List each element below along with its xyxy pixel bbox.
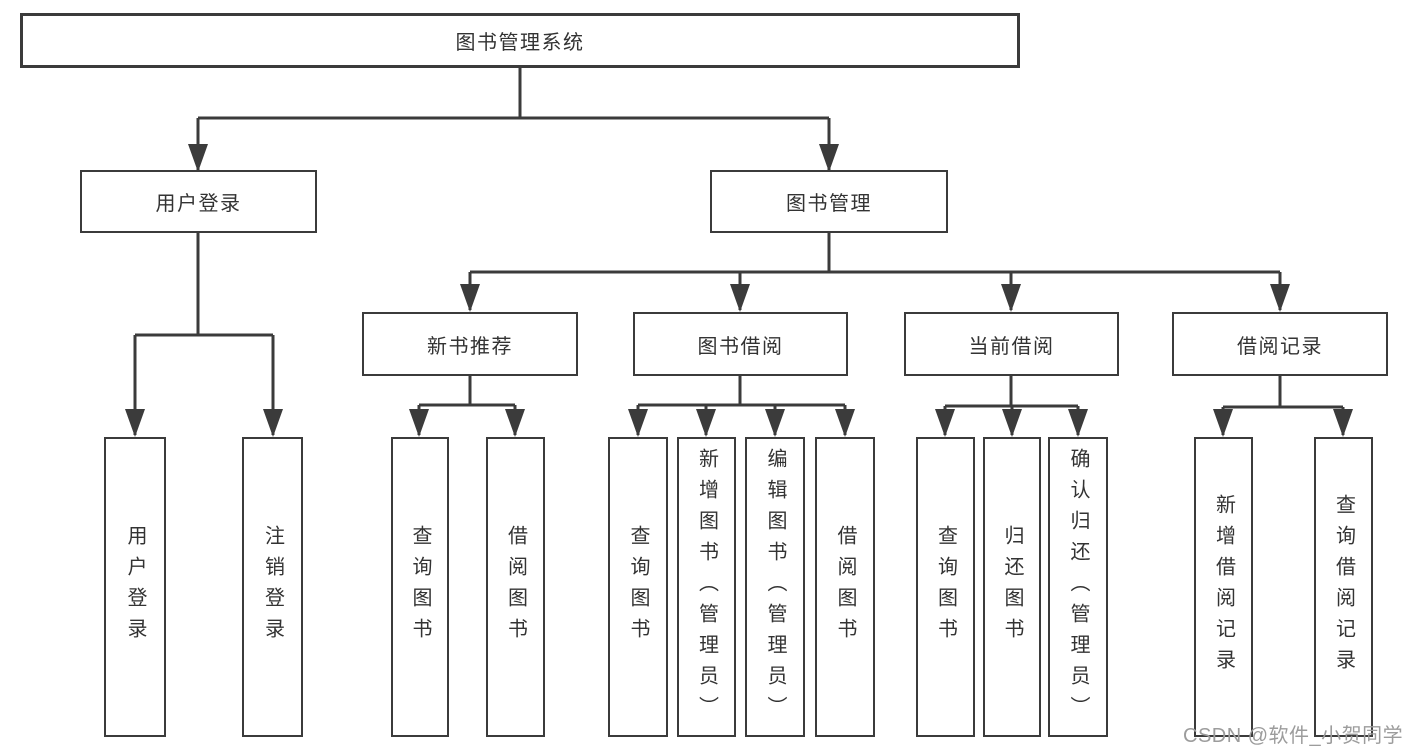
node-label: 图书管理: [786, 193, 872, 215]
leaf-add-borrow-record: 新增借阅记录: [1194, 437, 1253, 737]
node-label: 借阅图书: [504, 525, 527, 649]
node-label: 借阅记录: [1237, 335, 1323, 358]
node-label: 图书管理系统: [455, 32, 585, 54]
leaf-logout: 注销登录: [242, 437, 303, 737]
node-borrowing-records: 借阅记录: [1172, 312, 1388, 376]
leaf-borrow-books-borrowing: 借阅图书: [815, 437, 875, 737]
csdn-watermark: CSDN @软件_小贺同学: [1183, 725, 1404, 747]
node-label: 注销登录: [261, 525, 284, 649]
node-label: 确认归还（管理员）: [1067, 447, 1089, 727]
leaf-edit-books-admin: 编辑图书（管理员）: [745, 437, 805, 737]
leaf-search-borrow-record: 查询借阅记录: [1314, 437, 1373, 737]
node-label: 用户登录: [155, 193, 242, 215]
node-current-borrowing: 当前借阅: [904, 312, 1119, 376]
leaf-borrow-books-recommend: 借阅图书: [486, 437, 545, 737]
node-label: 用户登录: [124, 525, 146, 649]
leaf-confirm-return-admin: 确认归还（管理员）: [1048, 437, 1108, 737]
leaf-search-books-borrowing: 查询图书: [608, 437, 668, 737]
leaf-add-books-admin: 新增图书（管理员）: [677, 437, 736, 737]
leaf-search-books-recommend: 查询图书: [391, 437, 449, 737]
leaf-search-books-current: 查询图书: [916, 437, 975, 737]
node-label: 新书推荐: [427, 335, 513, 358]
node-label: 新增图书（管理员）: [695, 447, 718, 727]
node-label: 查询图书: [409, 525, 431, 649]
node-label: 当前借阅: [968, 335, 1055, 358]
node-user-login: 用户登录: [80, 170, 317, 233]
node-library-management-system: 图书管理系统: [20, 13, 1020, 68]
node-new-book-recommendation: 新书推荐: [362, 312, 578, 376]
connector-lines: [133, 68, 1345, 435]
arrowhead-icons: [125, 144, 1353, 437]
node-label: 归还图书: [1001, 525, 1023, 649]
node-label: 查询借阅记录: [1332, 494, 1355, 680]
node-label: 借阅图书: [834, 525, 856, 649]
leaf-user-login: 用户登录: [104, 437, 166, 737]
node-label: 图书借阅: [697, 335, 784, 358]
node-label: 查询图书: [934, 525, 957, 649]
node-label: 编辑图书（管理员）: [764, 447, 786, 727]
node-label: 新增借阅记录: [1212, 494, 1235, 680]
leaf-return-books: 归还图书: [983, 437, 1041, 737]
node-book-management: 图书管理: [710, 170, 948, 233]
node-label: 查询图书: [627, 525, 649, 649]
node-book-borrowing: 图书借阅: [633, 312, 848, 376]
